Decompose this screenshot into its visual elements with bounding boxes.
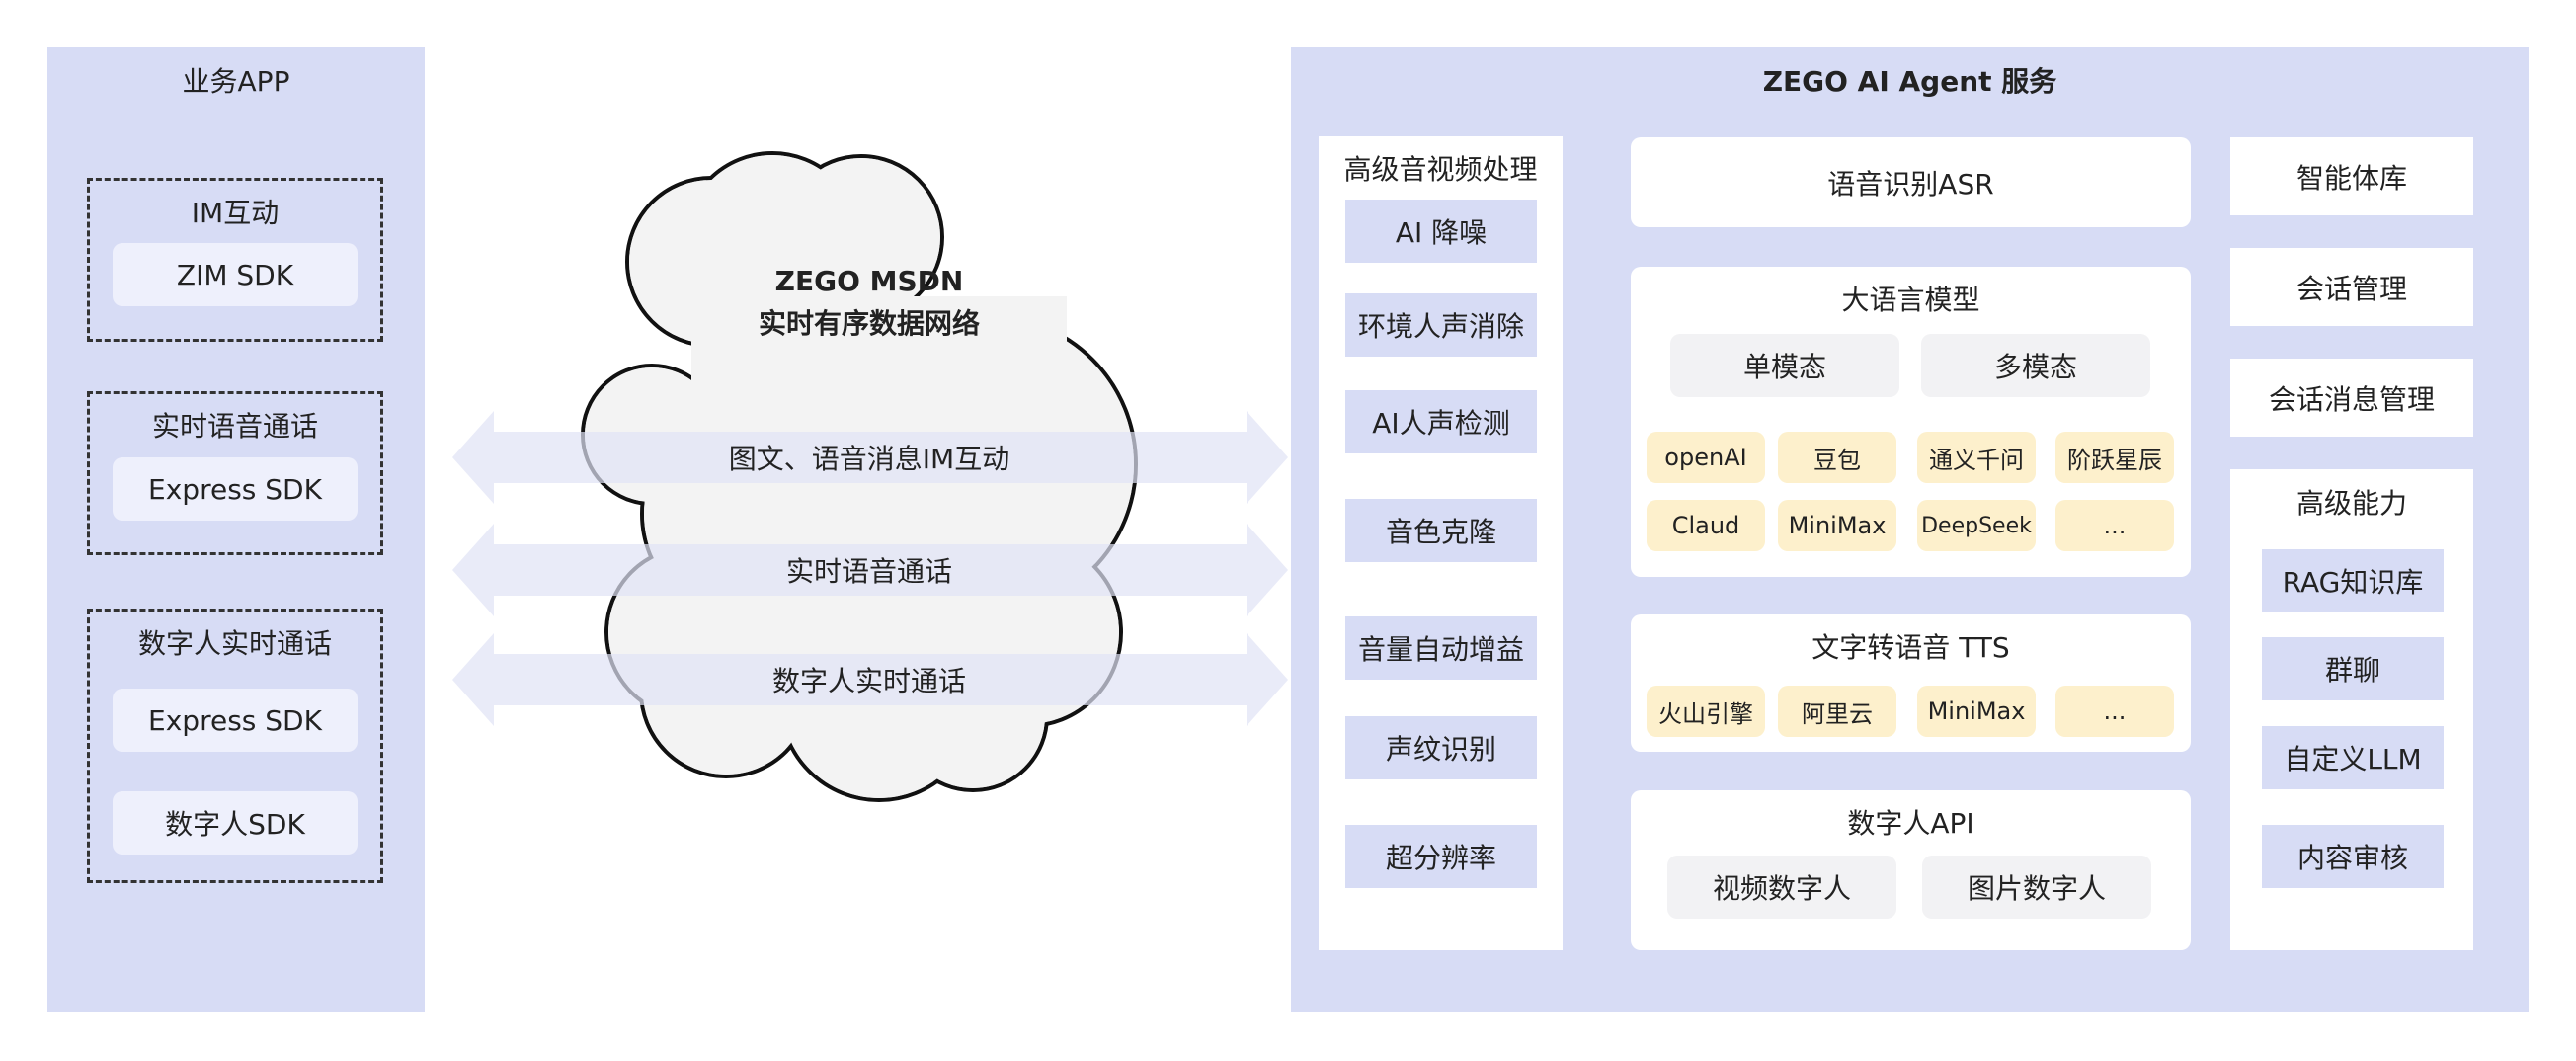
advanced-content-moderation: 内容审核 (2262, 825, 2444, 888)
channel-arrow-im (452, 411, 1288, 504)
tts-provider-volcengine: 火山引擎 (1647, 686, 1765, 737)
av-item-ambient-voice: 环境人声消除 (1345, 293, 1537, 357)
llm-mode-multi: 多模态 (1921, 334, 2150, 397)
express-sdk-avatar: Express SDK (113, 689, 358, 752)
tts-title: 文字转语音 TTS (1811, 631, 2010, 664)
av-item-ai-denoise: AI 降噪 (1345, 200, 1537, 263)
llm-provider-openai: openAI (1647, 432, 1765, 483)
cloud-title-line1: ZEGO MSDN (774, 264, 964, 297)
channel-label-voice: 实时语音通话 (785, 555, 952, 588)
channel-arrows (452, 411, 1288, 726)
session-management: 会话管理 (2230, 248, 2473, 326)
im-group (87, 178, 383, 342)
llm-provider-minimax: MiniMax (1778, 500, 1896, 551)
avatar-image: 图片数字人 (1922, 856, 2151, 919)
avatar-sdk: 数字人SDK (113, 791, 358, 855)
llm-provider-deepseek: DeepSeek (1917, 500, 2036, 551)
av-processing-title: 高级音视频处理 (1343, 153, 1538, 186)
voice-call-group (87, 391, 383, 555)
avatar-video: 视频数字人 (1667, 856, 1896, 919)
avatar-api-title: 数字人API (1847, 807, 1974, 840)
av-item-vad: AI人声检测 (1345, 390, 1537, 453)
im-group-title: IM互动 (191, 197, 280, 229)
agent-library: 智能体库 (2230, 137, 2473, 215)
av-item-agc: 音量自动增益 (1345, 616, 1537, 680)
advanced-capabilities-title: 高级能力 (2295, 487, 2407, 520)
llm-provider-claud: Claud (1647, 500, 1765, 551)
av-item-voiceprint: 声纹识别 (1345, 716, 1537, 779)
asr-box: 语音识别ASR (1631, 137, 2191, 227)
cloud-title-line2: 实时有序数据网络 (758, 307, 980, 340)
tts-provider-aliyun: 阿里云 (1778, 686, 1896, 737)
llm-title: 大语言模型 (1841, 284, 1980, 316)
av-item-voice-clone: 音色克隆 (1345, 499, 1537, 562)
channel-label-avatar: 数字人实时通话 (771, 665, 966, 697)
channel-arrow-avatar (452, 633, 1288, 726)
channel-arrow-voice (452, 524, 1288, 616)
tts-provider-minimax: MiniMax (1917, 686, 2036, 737)
ai-agent-title: ZEGO AI Agent 服务 (1762, 65, 2057, 98)
advanced-group-chat: 群聊 (2262, 637, 2444, 700)
advanced-rag: RAG知识库 (2262, 549, 2444, 612)
llm-mode-single: 单模态 (1670, 334, 1899, 397)
av-item-super-resolution: 超分辨率 (1345, 825, 1537, 888)
advanced-custom-llm: 自定义LLM (2262, 726, 2444, 789)
avatar-call-group (87, 609, 383, 883)
tts-provider-more: ... (2055, 686, 2174, 737)
llm-provider-qwen: 通义千问 (1917, 432, 2036, 483)
llm-provider-stepfun: 阶跃星辰 (2055, 432, 2174, 483)
channel-label-im: 图文、语音消息IM互动 (728, 443, 1010, 475)
session-message-management: 会话消息管理 (2230, 359, 2473, 437)
llm-provider-doubao: 豆包 (1778, 432, 1896, 483)
express-sdk-voice: Express SDK (113, 457, 358, 521)
voice-call-group-title: 实时语音通话 (151, 410, 318, 443)
zim-sdk: ZIM SDK (113, 243, 358, 306)
avatar-call-group-title: 数字人实时通话 (137, 627, 332, 660)
business-app-title: 业务APP (182, 65, 290, 98)
llm-provider-more: ... (2055, 500, 2174, 551)
